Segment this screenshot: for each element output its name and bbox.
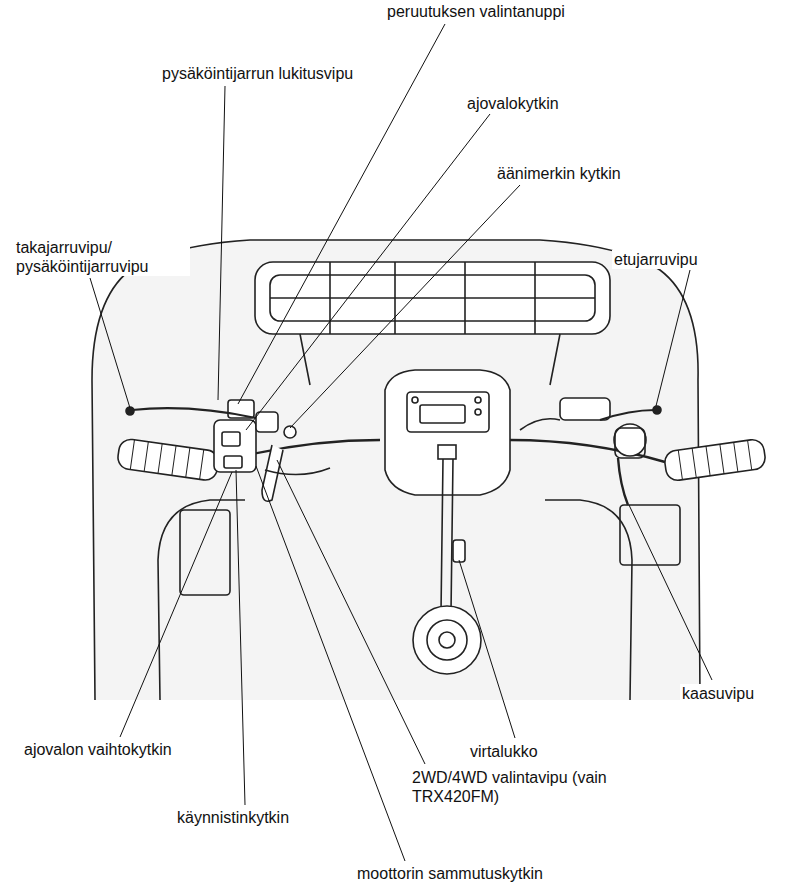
part-label: etujarruvipu [612,250,700,269]
atv-body [92,240,767,700]
part-label: kaasuvipu [680,684,756,703]
leader-lines [90,24,712,861]
part-label: moottorin sammutuskytkin [355,864,545,883]
part-label: takajarruvipu/ pysäköintijarruvipu [14,238,190,276]
part-label: peruutuksen valintanuppi [385,2,567,21]
part-label: ajovalon vaihtokytkin [22,740,174,759]
part-label: ajovalokytkin [465,94,561,113]
part-label: äänimerkin kytkin [495,164,623,183]
part-label: pysäköintijarrun lukitusvipu [160,64,355,83]
part-label: virtalukko [468,742,540,761]
part-label: käynnistinkytkin [175,808,291,827]
part-label: 2WD/4WD valintavipu (vain TRX420FM) [410,768,610,806]
